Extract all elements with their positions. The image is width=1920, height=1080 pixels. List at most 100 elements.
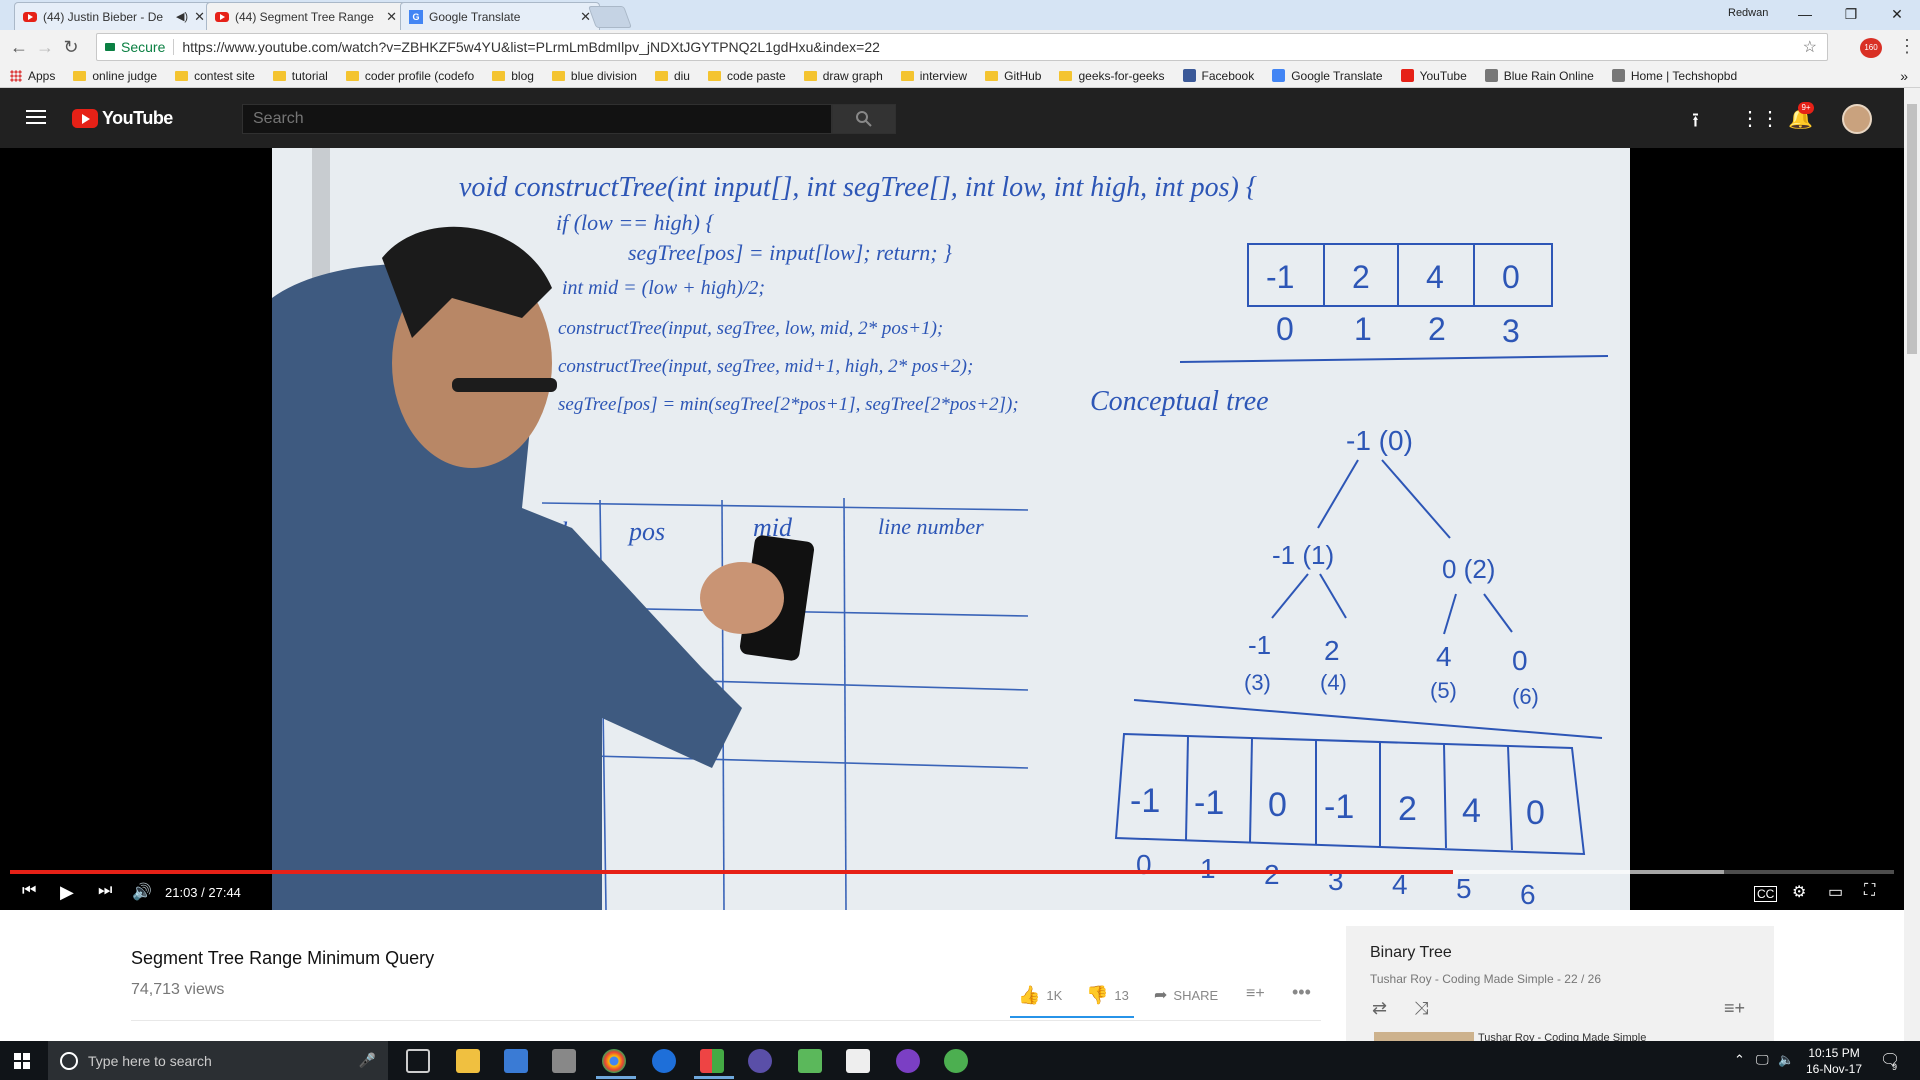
playlist-thumbnail[interactable]	[1374, 1032, 1474, 1041]
bookmark-draw-graph[interactable]: draw graph	[803, 69, 883, 83]
folder-icon	[707, 70, 721, 81]
playlist-title[interactable]: Binary Tree	[1370, 944, 1452, 961]
seg-array-cell: 0	[1526, 794, 1545, 832]
back-icon[interactable]: ←	[10, 36, 28, 57]
tree-node: -1 (0)	[1346, 425, 1413, 456]
youtube-logo[interactable]: YouTube	[72, 108, 173, 129]
edge-icon[interactable]	[652, 1049, 676, 1073]
chrome-icon[interactable]	[602, 1049, 626, 1073]
apps-icon[interactable]: ⋮⋮	[1740, 108, 1780, 130]
folder-icon	[985, 70, 999, 81]
restore-icon[interactable]: ❐	[1844, 5, 1858, 22]
fullscreen-icon[interactable]: ⛶	[1864, 882, 1876, 899]
video-frame[interactable]: void constructTree(int input[], int segT…	[272, 148, 1630, 910]
volume-icon[interactable]: 🔊	[132, 884, 152, 901]
action-center-icon[interactable]: 🗨	[1880, 1052, 1901, 1069]
bookmark-youtube[interactable]: YouTube	[1400, 69, 1467, 83]
scrollbar-thumb[interactable]	[1907, 104, 1917, 354]
upload-icon[interactable]: ⭱	[1692, 110, 1699, 132]
shuffle-icon[interactable]: ⤨	[1414, 998, 1429, 1018]
previous-icon[interactable]: ⏮	[22, 882, 37, 899]
tab-title: (44) Segment Tree Range	[235, 9, 374, 24]
tab-justin-bieber[interactable]: (44) Justin Bieber - De ◀) ✕	[14, 2, 214, 30]
address-bar[interactable]: Secure https://www.youtube.com/watch?v=Z…	[96, 33, 1828, 61]
more-actions-icon[interactable]: •••	[1292, 982, 1311, 1002]
forward-icon[interactable]: →	[36, 36, 54, 57]
bookmark-github[interactable]: GitHub	[985, 69, 1041, 83]
bookmark-blog[interactable]: blog	[492, 69, 534, 83]
dislike-button[interactable]: 👎 13	[1086, 985, 1129, 1006]
bookmark-contest-site[interactable]: contest site	[175, 69, 255, 83]
like-button[interactable]: 👍 1K	[1018, 985, 1062, 1006]
bookmark-home-techshopbd[interactable]: Home | Techshopbd	[1611, 69, 1737, 83]
tree-node: (5)	[1430, 678, 1457, 703]
progress-bar[interactable]	[10, 870, 1894, 874]
bookmark-apps[interactable]: Apps	[10, 69, 55, 83]
bookmark-coder-profile-codefo[interactable]: coder profile (codefo	[345, 69, 474, 83]
video-player[interactable]: void constructTree(int input[], int segT…	[0, 148, 1904, 910]
close-tab-icon[interactable]: ✕	[194, 8, 205, 24]
media-app-icon[interactable]	[896, 1049, 920, 1073]
new-tab-button[interactable]	[587, 6, 633, 28]
tab-google-translate[interactable]: G Google Translate ✕	[400, 2, 600, 30]
network-icon[interactable]: 🖵	[1756, 1052, 1769, 1067]
page-scrollbar[interactable]	[1904, 88, 1920, 1041]
taskbar-search[interactable]: Type here to search 🎤	[48, 1041, 388, 1080]
store-icon[interactable]	[504, 1049, 528, 1073]
folder-icon	[654, 70, 668, 81]
play-icon[interactable]: ▶	[60, 882, 74, 902]
search-button[interactable]	[832, 104, 896, 134]
bookmark-star-icon[interactable]: ☆	[1802, 39, 1817, 56]
close-tab-icon[interactable]: ✕	[580, 8, 591, 24]
bookmark-diu[interactable]: diu	[654, 69, 690, 83]
more-bookmarks-icon[interactable]: »	[1900, 68, 1908, 84]
captions-icon[interactable]: CC	[1754, 886, 1778, 902]
settings-gear-icon[interactable]: ⚙	[1792, 884, 1807, 901]
theater-mode-icon[interactable]: ▭	[1828, 884, 1844, 901]
mail-icon[interactable]	[846, 1049, 870, 1073]
bookmark-facebook[interactable]: Facebook	[1182, 69, 1254, 83]
reload-icon[interactable]: ↻	[63, 36, 79, 57]
extension-icon[interactable]: 160	[1860, 38, 1882, 58]
mute-icon[interactable]: ◀)	[175, 11, 189, 23]
bookmark-blue-rain-online[interactable]: Blue Rain Online	[1484, 69, 1594, 83]
volume-tray-icon[interactable]: 🔈	[1778, 1052, 1795, 1067]
show-hidden-icons[interactable]: ⌃	[1734, 1052, 1745, 1067]
folder-icon	[1059, 70, 1073, 81]
next-icon[interactable]: ⏭	[98, 882, 113, 899]
task-view-icon[interactable]	[406, 1049, 430, 1073]
close-window-icon[interactable]: ✕	[1891, 5, 1903, 22]
tab-segment-tree[interactable]: (44) Segment Tree Range ✕	[206, 2, 406, 30]
microphone-icon[interactable]: 🎤	[358, 1052, 376, 1068]
profile-name[interactable]: Redwan	[1728, 7, 1769, 19]
avatar[interactable]	[1842, 104, 1872, 134]
save-playlist-icon[interactable]: ≡+	[1724, 998, 1746, 1018]
start-button[interactable]	[14, 1053, 30, 1069]
bookmark-interview[interactable]: interview	[900, 69, 967, 83]
eclipse-icon[interactable]	[748, 1049, 772, 1073]
seg-array-cell: -1	[1324, 788, 1354, 826]
bookmark-tutorial[interactable]: tutorial	[272, 69, 328, 83]
search-input[interactable]	[242, 104, 832, 134]
tree-node: -1	[1248, 630, 1271, 660]
bookmark-google-translate[interactable]: Google Translate	[1272, 69, 1383, 83]
url-text[interactable]: https://www.youtube.com/watch?v=ZBHKZF5w…	[182, 39, 880, 55]
bookmark-geeks-for-geeks[interactable]: geeks-for-geeks	[1059, 69, 1165, 83]
folder-icon	[803, 70, 817, 81]
android-icon[interactable]	[944, 1049, 968, 1073]
add-to-playlist-icon[interactable]: ≡+	[1246, 985, 1265, 1002]
close-tab-icon[interactable]: ✕	[386, 8, 397, 24]
bookmark-blue-division[interactable]: blue division	[551, 69, 637, 83]
bookmark-code-paste[interactable]: code paste	[707, 69, 786, 83]
codeblocks-icon[interactable]	[700, 1049, 724, 1073]
app-icon[interactable]	[552, 1049, 576, 1073]
file-explorer-icon[interactable]	[456, 1049, 480, 1073]
notepad-icon[interactable]	[798, 1049, 822, 1073]
browser-menu-icon[interactable]: ⋮	[1898, 36, 1916, 56]
bookmark-online-judge[interactable]: online judge	[73, 69, 157, 83]
share-button[interactable]: ➦ SHARE	[1154, 985, 1218, 1005]
system-clock[interactable]: 10:15 PM 16-Nov-17	[1806, 1045, 1862, 1077]
loop-icon[interactable]: ⇄	[1372, 998, 1388, 1018]
minimize-icon[interactable]: —	[1798, 6, 1812, 22]
menu-icon[interactable]	[26, 110, 46, 124]
